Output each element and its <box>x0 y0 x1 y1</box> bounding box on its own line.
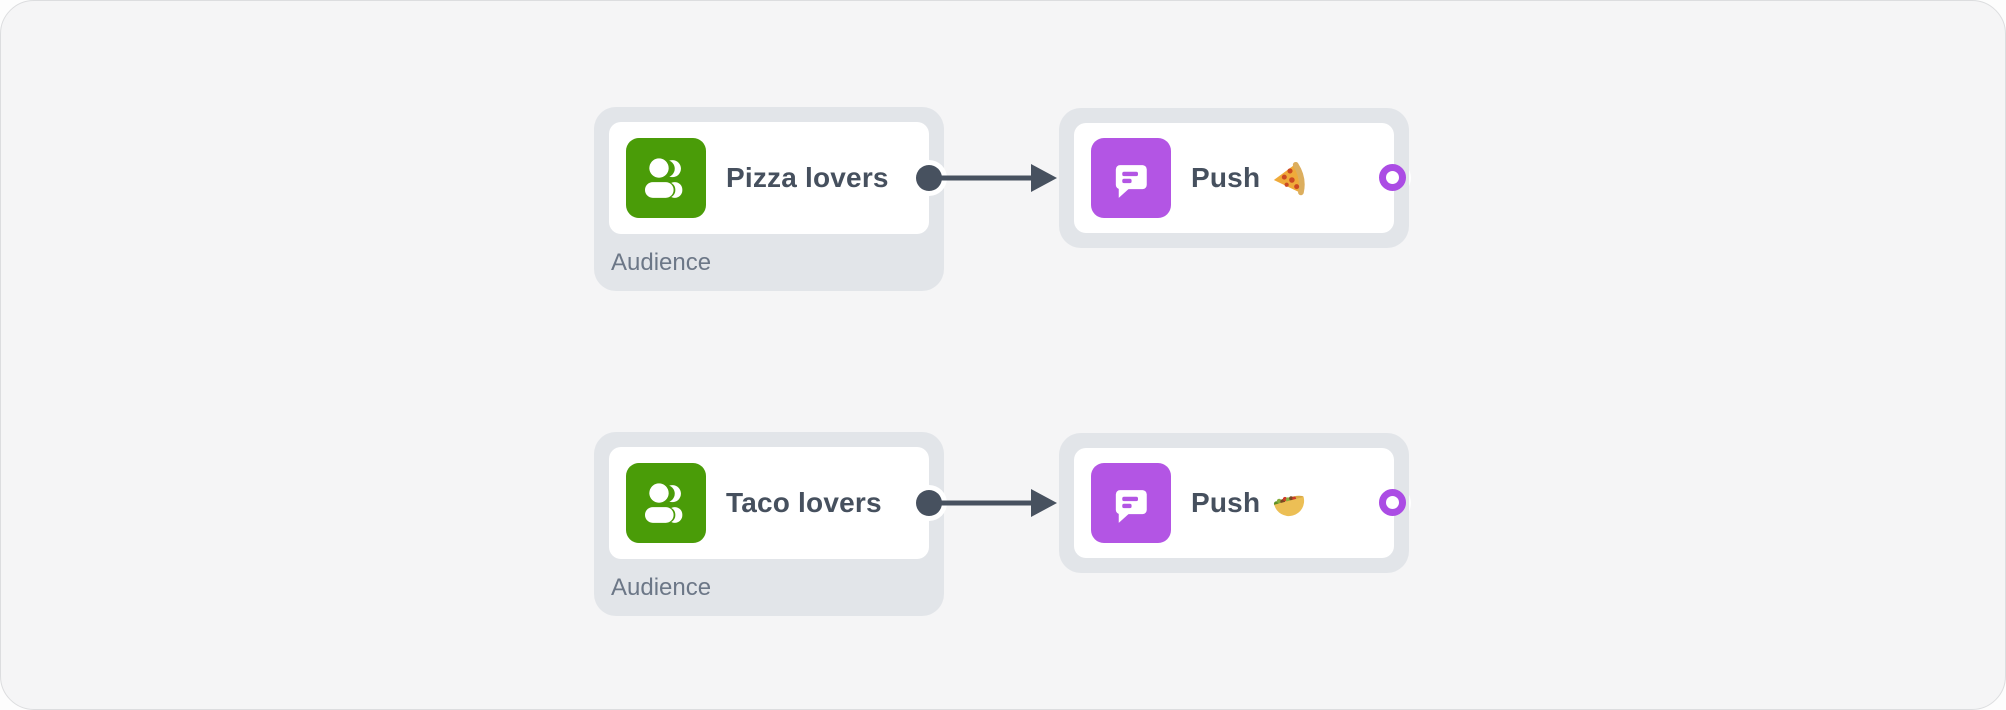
chat-bubble-icon <box>1091 463 1171 543</box>
arrowhead-icon <box>1031 489 1057 517</box>
chat-bubble-icon <box>1091 138 1171 218</box>
node-title: Taco lovers <box>726 487 882 519</box>
taco-emoji <box>1274 495 1305 516</box>
people-icon <box>626 138 706 218</box>
out-port-ring[interactable] <box>1379 489 1406 516</box>
push-name-label: Push <box>1191 487 1261 518</box>
audience-name-label: Taco lovers <box>726 487 882 518</box>
node-title: Push <box>1191 483 1309 524</box>
audience-node-pizza-lovers[interactable]: Pizza lovers Audience <box>594 107 944 291</box>
people-icon <box>626 463 706 543</box>
connector-arrow[interactable] <box>915 157 1061 199</box>
push-name-label: Push <box>1191 162 1261 193</box>
push-node-taco[interactable]: Push <box>1059 433 1409 573</box>
push-node-pizza[interactable]: Push <box>1059 108 1409 248</box>
node-type-label: Audience <box>611 574 712 601</box>
audience-node-taco-lovers[interactable]: Taco lovers Audience <box>594 432 944 616</box>
node-type-label: Audience <box>611 249 712 276</box>
audience-node-card: Pizza lovers <box>609 122 929 234</box>
out-port-ring[interactable] <box>1379 164 1406 191</box>
connector-arrow[interactable] <box>915 482 1061 524</box>
push-node-card: Push <box>1074 123 1394 233</box>
audience-node-card: Taco lovers <box>609 447 929 559</box>
push-node-card: Push <box>1074 448 1394 558</box>
pizza-emoji <box>1274 161 1305 195</box>
node-title: Pizza lovers <box>726 162 889 194</box>
audience-name-label: Pizza lovers <box>726 162 889 193</box>
node-title: Push <box>1191 158 1309 199</box>
arrowhead-icon <box>1031 164 1057 192</box>
